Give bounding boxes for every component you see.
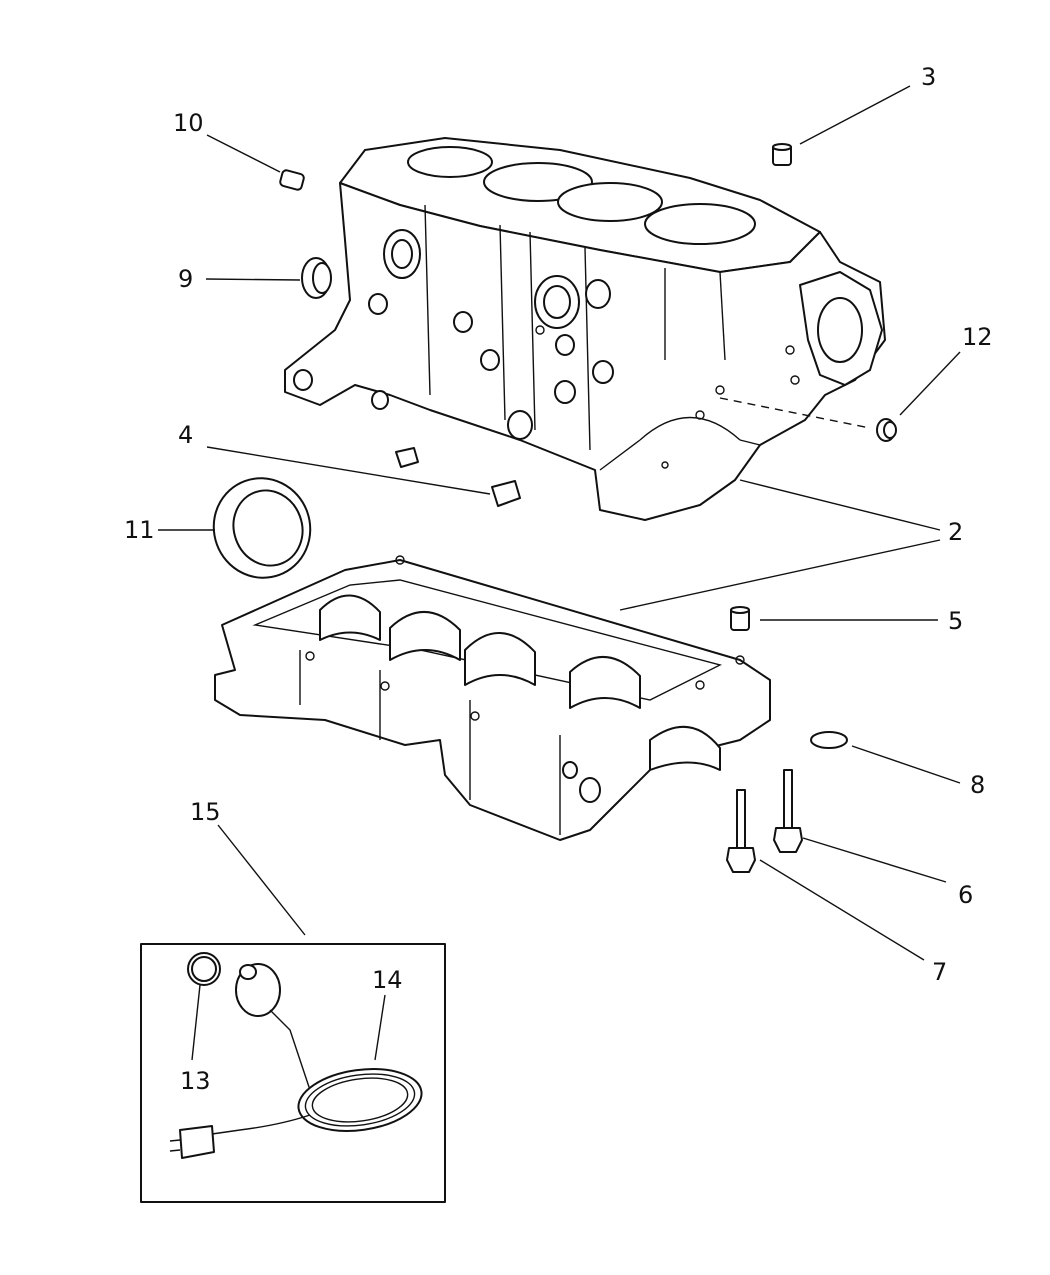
callout-9: 9: [178, 265, 193, 293]
callout-5: 5: [948, 607, 963, 635]
callout-13: 13: [180, 1067, 211, 1095]
callout-12: 12: [962, 323, 993, 351]
callout-11: 11: [124, 516, 155, 544]
callout-10: 10: [173, 109, 204, 137]
callout-15: 15: [190, 798, 221, 826]
callout-labels: 3 10 9 12 4 11 2 5 8 6 7 15 14 13 2: [124, 63, 993, 1095]
plug-4: [395, 447, 521, 507]
bedplate: [214, 555, 771, 841]
seal-9: [301, 257, 332, 299]
callout-4: 4: [178, 421, 193, 449]
callout-6: 6: [958, 881, 973, 909]
callout-7: 7: [932, 958, 947, 986]
callout-14: 14: [372, 966, 403, 994]
cylinder-block: [284, 137, 886, 521]
dowel-pin-10: [279, 169, 305, 191]
dowel-pin-3: [772, 143, 792, 166]
plug-12: [876, 418, 897, 442]
bolt-7: [726, 789, 756, 873]
block-heater-kit: [140, 943, 446, 1203]
callout-8: 8: [970, 771, 985, 799]
dowel-pin-5: [730, 606, 750, 631]
callout-3: 3: [921, 63, 936, 91]
callout-2a: 2: [948, 518, 963, 546]
bolt-6: [773, 769, 803, 853]
o-ring-8: [810, 731, 848, 749]
leader-lines: [158, 85, 961, 1061]
rear-main-seal-11: [212, 477, 312, 579]
